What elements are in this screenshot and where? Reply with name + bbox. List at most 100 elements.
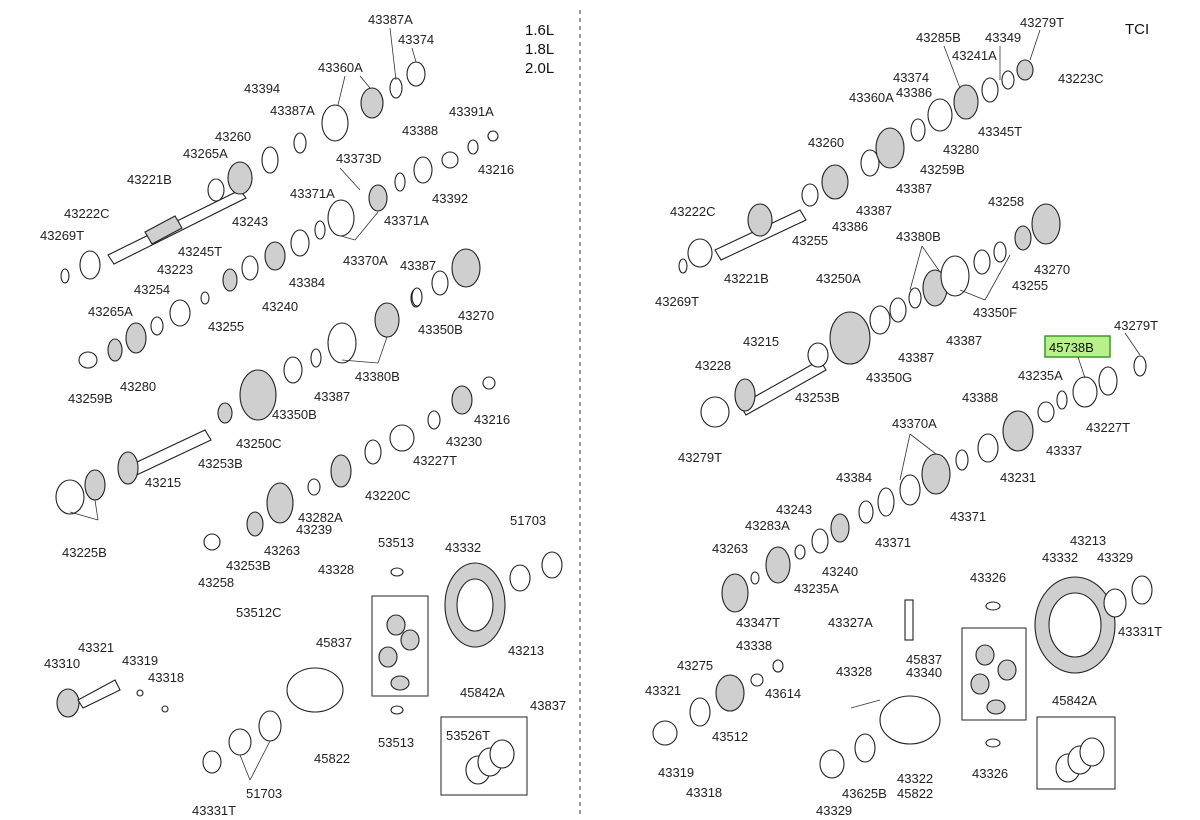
part-label[interactable]: 43326 [970,570,1006,585]
part-label[interactable]: 43235A [1018,368,1063,383]
part-label[interactable]: 43215 [743,334,779,349]
part-label[interactable]: 43350F [973,305,1017,320]
part-label[interactable]: 43387 [896,181,932,196]
part-label[interactable]: 51703 [510,513,546,528]
highlighted-part-callout[interactable]: 45738B [1044,335,1111,379]
part-label[interactable]: 43384 [836,470,872,485]
part-label[interactable]: 43216 [474,412,510,427]
part-label[interactable]: 51703 [246,786,282,801]
part-label[interactable]: 43318 [148,670,184,685]
part-label[interactable]: 43241A [952,48,997,63]
part-label[interactable]: 43255 [1012,278,1048,293]
part-label[interactable]: 43253B [795,390,840,405]
part-label[interactable]: 43331T [1118,624,1162,639]
part-label[interactable]: 43213 [508,643,544,658]
part-label[interactable]: 43227T [1086,420,1130,435]
part-label[interactable]: 43222C [64,206,110,221]
part-label[interactable]: 43270 [458,308,494,323]
part-label[interactable]: 43239 [296,522,332,537]
part-label[interactable]: 43371A [290,186,335,201]
part-label[interactable]: 43258 [198,575,234,590]
part-label[interactable]: 43319 [658,765,694,780]
part-label[interactable]: 43270 [1034,262,1070,277]
part-label[interactable]: 43243 [776,502,812,517]
part-label[interactable]: 43387 [946,333,982,348]
part-label[interactable]: 43387A [270,103,315,118]
part-label[interactable]: 43259B [68,391,113,406]
part-label[interactable]: 43263 [264,543,300,558]
part-label[interactable]: 43263 [712,541,748,556]
part-label[interactable]: 43280 [943,142,979,157]
part-label[interactable]: 43350G [866,370,912,385]
part-label[interactable]: 43387 [314,389,350,404]
part-label[interactable]: 43614 [765,686,801,701]
part-label[interactable]: 43265A [183,146,228,161]
part-label[interactable]: 43310 [44,656,80,671]
part-label[interactable]: 43360A [318,60,363,75]
part-label[interactable]: 43275 [677,658,713,673]
part-label[interactable]: 53526T [446,728,490,743]
part-label[interactable]: 43332 [445,540,481,555]
part-label[interactable]: 45822 [897,786,933,801]
part-label[interactable]: 43331T [192,803,236,818]
part-label[interactable]: 43253B [226,558,271,573]
part-label[interactable]: 43285B [916,30,961,45]
part-label[interactable]: 43253B [198,456,243,471]
part-label[interactable]: 43269T [40,228,84,243]
part-label[interactable]: 43328 [318,562,354,577]
part-label[interactable]: 43223 [157,262,193,277]
part-label[interactable]: 43345T [978,124,1022,139]
part-label[interactable]: 43328 [836,664,872,679]
part-label[interactable]: 43350B [272,407,317,422]
part-label[interactable]: 45842A [460,685,505,700]
part-label[interactable]: 43245T [178,244,222,259]
part-label[interactable]: 43371A [384,213,429,228]
part-label[interactable]: 43258 [988,194,1024,209]
part-label[interactable]: 43243 [232,214,268,229]
part-label[interactable]: 43387 [856,203,892,218]
part-label[interactable]: 43227T [413,453,457,468]
part-label[interactable]: 43216 [478,162,514,177]
part-label[interactable]: 43221B [127,172,172,187]
part-label[interactable]: 43230 [446,434,482,449]
part-label[interactable]: 43391A [449,104,494,119]
part-label[interactable]: 43360A [849,90,894,105]
part-label[interactable]: 43337 [1046,443,1082,458]
part-label[interactable]: 43380B [355,369,400,384]
highlighted-part-label[interactable]: 45738B [1049,340,1094,355]
part-label[interactable]: 43223C [1058,71,1104,86]
part-label[interactable]: 43327A [828,615,873,630]
part-label[interactable]: 43279T [678,450,722,465]
part-label[interactable]: 43392 [432,191,468,206]
part-label[interactable]: 43338 [736,638,772,653]
highlight-box[interactable] [1044,335,1111,358]
part-label[interactable]: 45842A [1052,693,1097,708]
part-label[interactable]: 43347T [736,615,780,630]
part-label[interactable]: 43374 [398,32,434,47]
part-label[interactable]: 43387 [898,350,934,365]
part-label[interactable]: 43265A [88,304,133,319]
part-label[interactable]: 43387A [368,12,413,27]
part-label[interactable]: 43370A [343,253,388,268]
part-label[interactable]: 43322 [897,771,933,786]
part-label[interactable]: 43240 [822,564,858,579]
part-label[interactable]: 43215 [145,475,181,490]
part-label[interactable]: 43280 [120,379,156,394]
part-label[interactable]: 43220C [365,488,411,503]
part-label[interactable]: 43380B [896,229,941,244]
part-label[interactable]: 43349 [985,30,1021,45]
part-label[interactable]: 53512C [236,605,282,620]
part-label[interactable]: 43222C [670,204,716,219]
part-label[interactable]: 43235A [794,581,839,596]
part-label[interactable]: 43373D [336,151,382,166]
part-label[interactable]: 43231 [1000,470,1036,485]
part-label[interactable]: 43386 [832,219,868,234]
part-label[interactable]: 43371 [875,535,911,550]
part-label[interactable]: 43384 [289,275,325,290]
part-label[interactable]: 43374 [893,70,929,85]
part-label[interactable]: 43340 [906,665,942,680]
part-label[interactable]: 43387 [400,258,436,273]
part-label[interactable]: 43221B [724,271,769,286]
part-label[interactable]: 43250C [236,436,282,451]
part-label[interactable]: 43260 [215,129,251,144]
